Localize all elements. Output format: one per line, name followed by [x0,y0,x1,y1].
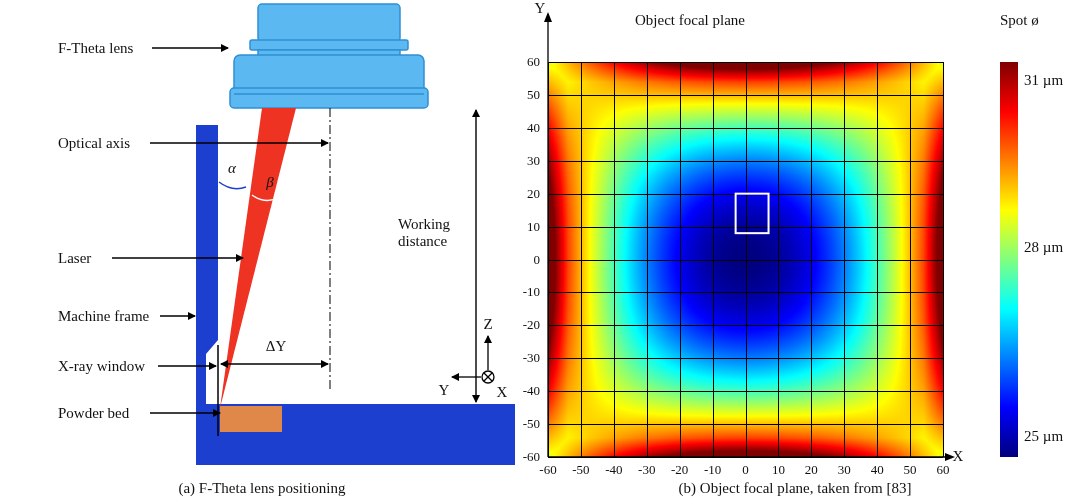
axis-label: X [953,448,964,465]
part-name: Machine frame [58,308,149,325]
tick-label: 0 [742,463,749,477]
tick-label: -50 [572,463,589,477]
angle-symbol: α [228,160,236,177]
part-name: Laser [58,250,91,267]
angle-symbol: β [266,174,273,191]
dimension-label: Working distance [398,216,468,249]
colorbar-label: 28 µm [1024,239,1063,256]
tick-label: 0 [534,252,541,266]
tick-label: 60 [527,55,540,69]
plot-title: Object focal plane [635,12,745,29]
axis-label: Z [483,316,492,333]
colorbar-label: 31 µm [1024,72,1063,89]
tick-label: -40 [523,384,540,398]
tick-label: 50 [904,463,917,477]
tick-label: 10 [772,463,785,477]
tick-label: -10 [704,463,721,477]
tick-label: 40 [871,463,884,477]
colorbar-label: 25 µm [1024,428,1063,445]
tick-label: -30 [638,463,655,477]
tick-label: 30 [838,463,851,477]
part-name: Powder bed [58,405,129,422]
tick-label: 50 [527,88,540,102]
part-name: X-ray window [58,358,145,375]
dimension-label: ΔY [266,338,286,355]
axis-label: Y [535,0,546,16]
tick-label: -20 [671,463,688,477]
axis-label: Y [439,382,450,399]
tick-label: -60 [539,463,556,477]
tick-label: 20 [805,463,818,477]
axis-label: X [497,384,508,401]
part-name: F-Theta lens [58,40,133,57]
tick-label: -50 [523,417,540,431]
tick-label: 60 [937,463,950,477]
caption: (b) Object focal plane, taken from [83] [679,480,912,497]
tick-label: -40 [605,463,622,477]
tick-label: 20 [527,187,540,201]
tick-label: -60 [523,450,540,464]
tick-label: 10 [527,219,540,233]
tick-label: 40 [527,121,540,135]
tick-label: -10 [523,285,540,299]
part-name: Optical axis [58,135,130,152]
tick-label: -30 [523,351,540,365]
colorbar-title: Spot ø [1000,12,1039,29]
caption: (a) F-Theta lens positioning [178,480,345,497]
tick-label: 30 [527,154,540,168]
tick-label: -20 [523,318,540,332]
